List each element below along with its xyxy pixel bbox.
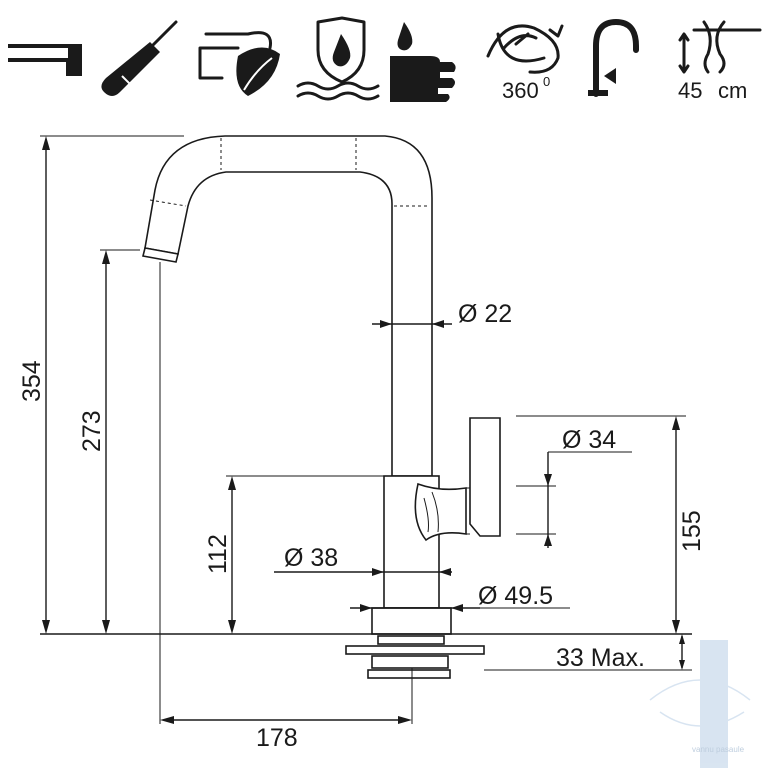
feature-icon-row: 360 0 45 cm — [8, 16, 762, 103]
dim-spout-reach: 178 — [256, 724, 298, 752]
rotation-value: 360 — [502, 78, 539, 103]
dim-lever-height: 155 — [678, 510, 706, 552]
dim-body-diameter: Ø 38 — [284, 544, 338, 572]
hose-length-value: 45 — [678, 78, 702, 103]
dim-total-height: 354 — [18, 360, 46, 402]
fixing-nut — [377, 635, 445, 645]
water-protection-icon — [296, 16, 380, 101]
eco-mixer-icon — [198, 31, 280, 96]
watermark-logo: vannu pasaule — [649, 640, 751, 768]
dimension-lines — [40, 135, 692, 724]
dim-base-diameter: Ø 49.5 — [478, 582, 553, 610]
rotation-icon: 360 0 — [486, 24, 564, 103]
base-ring — [371, 607, 452, 635]
watermark-brand: vannu pasaule — [692, 745, 745, 754]
hose-length-unit: cm — [718, 78, 747, 103]
dim-tube-diameter: Ø 22 — [458, 300, 512, 328]
lever-handle — [469, 417, 501, 537]
faucet-outline — [40, 135, 692, 679]
dim-spout-height: 273 — [78, 410, 106, 452]
dim-counter-thickness: 33 Max. — [556, 644, 645, 672]
faucet-tube — [144, 135, 433, 477]
hand-wash-icon — [390, 22, 456, 102]
flexible-hose-icon — [101, 20, 178, 96]
rotation-unit: 0 — [543, 74, 550, 89]
gooseneck-icon — [588, 19, 639, 97]
dim-body-height: 112 — [204, 534, 232, 574]
dim-lever-diameter: Ø 34 — [562, 426, 616, 454]
spout-icon — [8, 44, 82, 76]
dimension-labels: 354 273 112 155 178 Ø 22 Ø 34 Ø 38 Ø 49.… — [18, 300, 706, 752]
spout-tip — [142, 247, 179, 263]
hose-length-icon: 45 cm — [678, 20, 762, 103]
